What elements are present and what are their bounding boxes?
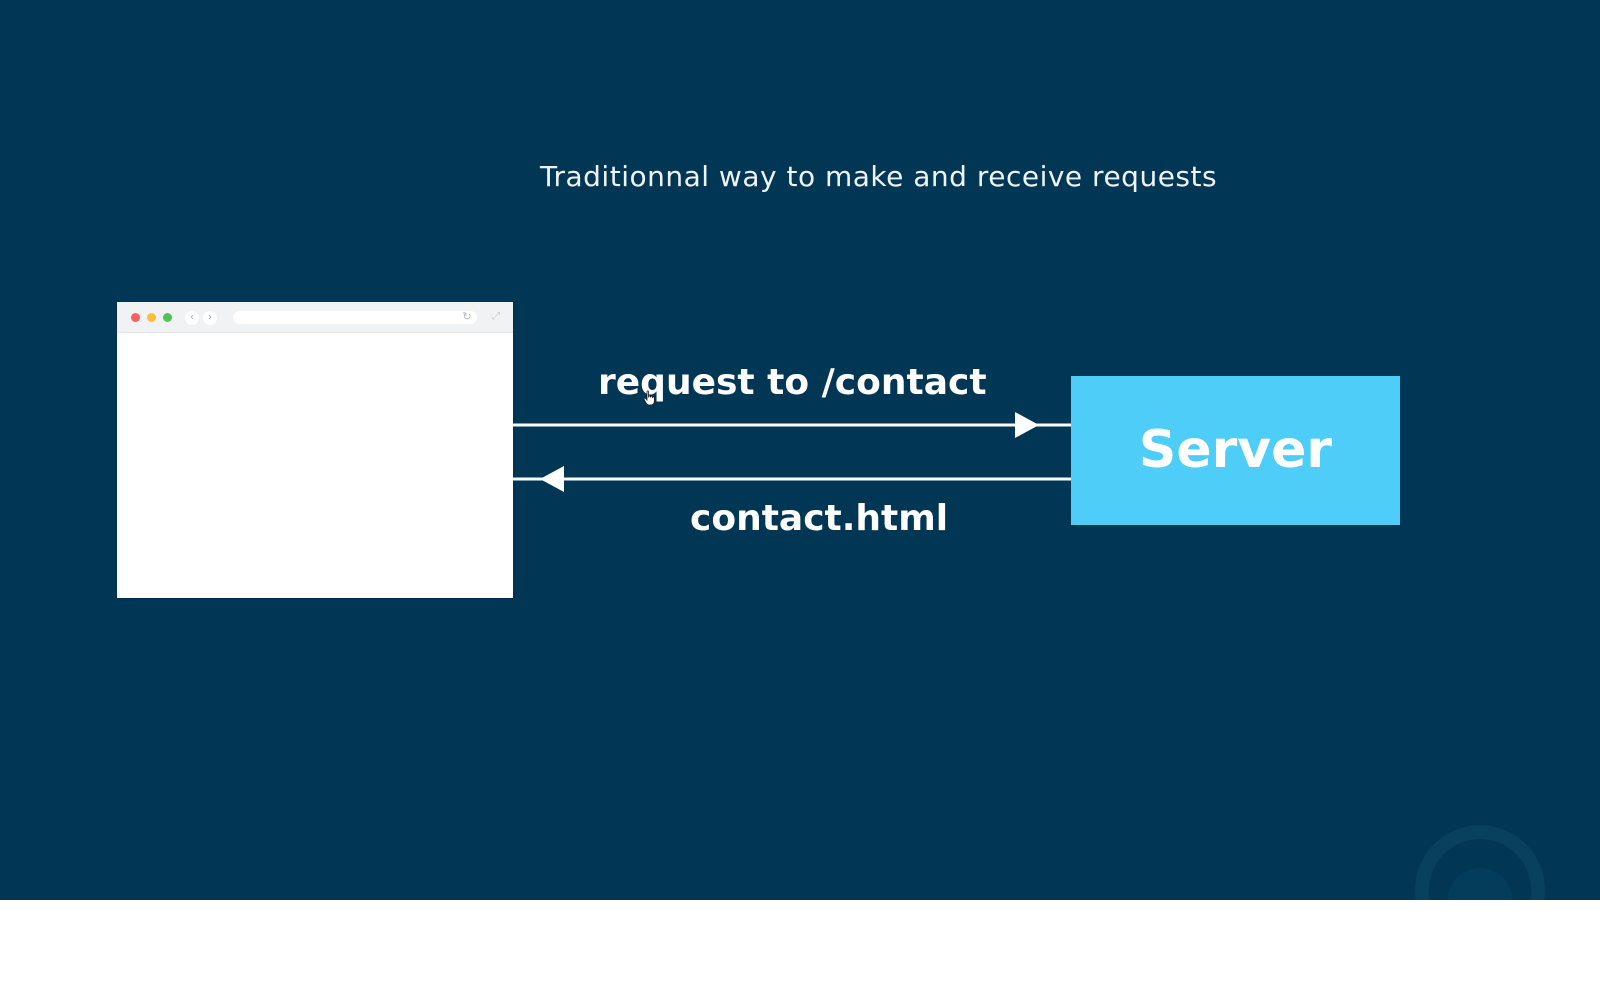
forward-arrow-icon: › <box>203 311 217 325</box>
server-box: Server <box>1071 376 1400 525</box>
browser-toolbar: ‹ › ↻ ⤢ <box>117 302 513 333</box>
hand-cursor-icon <box>643 390 655 406</box>
minimize-dot-icon <box>147 313 156 322</box>
browser-window: ‹ › ↻ ⤢ <box>117 302 513 598</box>
address-bar <box>233 311 477 324</box>
arrows-layer <box>513 412 1071 492</box>
response-label: contact.html <box>690 498 949 539</box>
slide: Traditionnal way to make and receive req… <box>0 0 1600 900</box>
bottom-blank-area <box>0 900 1600 990</box>
server-label: Server <box>1138 420 1333 480</box>
response-arrowhead <box>540 466 564 492</box>
expand-icon: ⤢ <box>492 311 500 322</box>
close-dot-icon <box>131 313 140 322</box>
reload-icon: ↻ <box>462 310 472 323</box>
request-arrowhead <box>1015 412 1039 438</box>
logo-watermark-icon <box>1415 825 1545 900</box>
back-arrow-icon: ‹ <box>185 311 199 325</box>
maximize-dot-icon <box>163 313 172 322</box>
request-label: request to /contact <box>598 362 987 403</box>
slide-title: Traditionnal way to make and receive req… <box>540 160 1218 193</box>
